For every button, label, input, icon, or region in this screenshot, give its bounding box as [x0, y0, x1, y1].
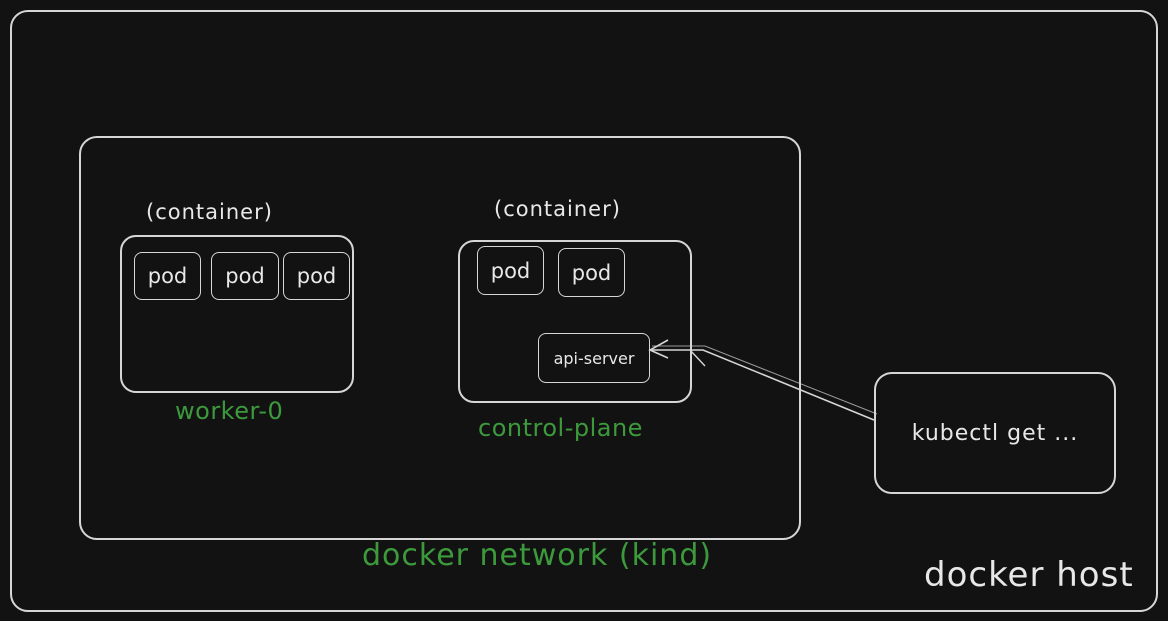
worker-node-name: worker-0	[175, 397, 284, 425]
api-server-box: api-server	[538, 333, 650, 383]
docker-network-box	[79, 136, 801, 540]
docker-network-label: docker network (kind)	[362, 538, 713, 573]
control-plane-node-name: control-plane	[478, 414, 643, 442]
control-plane-pod-2: pod	[558, 248, 625, 297]
worker-pod-2: pod	[211, 252, 279, 300]
control-plane-pod-1: pod	[477, 246, 544, 295]
worker-pod-3: pod	[283, 252, 350, 300]
control-plane-container-label: (container)	[494, 197, 621, 221]
worker-container-label: (container)	[146, 200, 273, 224]
worker-pod-1: pod	[134, 252, 201, 300]
worker-node-box	[120, 235, 354, 393]
docker-host-box	[10, 10, 1158, 612]
kubectl-command-box: kubectl get ...	[874, 372, 1116, 494]
control-plane-node-box	[458, 240, 692, 403]
docker-host-label: docker host	[924, 555, 1134, 595]
